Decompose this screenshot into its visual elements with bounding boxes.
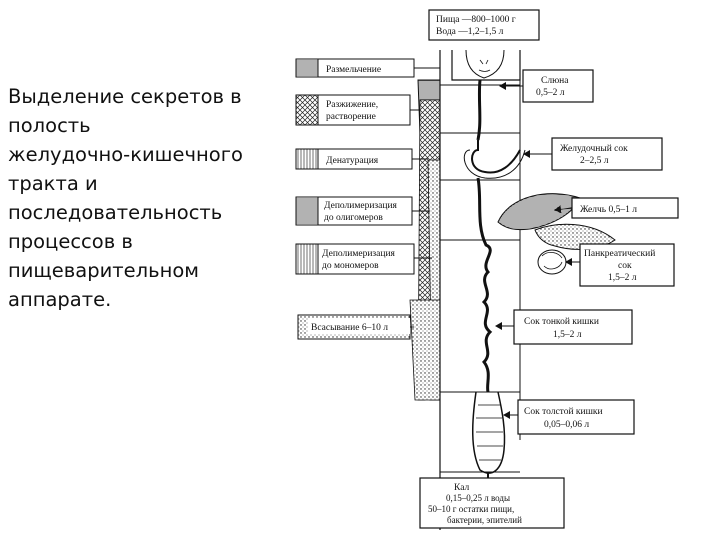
- title-line: полость: [8, 114, 91, 137]
- output-food-residue: 50–10 г остатки пищи,: [428, 504, 514, 514]
- secretion-box: Сок толстой кишки 0,05–0,06 л: [503, 399, 635, 435]
- secretion-box: Желчь 0,5–1 л: [554, 197, 679, 219]
- secretion-label: сок: [618, 261, 632, 271]
- process-box: Деполимеризация до мономеров: [295, 243, 432, 275]
- process-label: Денатурация: [326, 156, 379, 166]
- process-labels: Размельчение Разжижение, растворение Ден…: [295, 58, 440, 340]
- secretion-box: Сок тонкой кишки 1,5–2 л: [495, 309, 633, 345]
- diagram-frame: [440, 80, 521, 473]
- secretion-amount: 0,05–0,06 л: [544, 420, 589, 430]
- secretion-amount: 2–2,5 л: [580, 156, 609, 166]
- title-line: Выделение секретов в: [8, 85, 242, 108]
- secretion-amount: 1,5–2 л: [553, 330, 582, 340]
- secretion-label: Сок тонкой кишки: [524, 316, 599, 327]
- output-water: 0,15–0,25 л воды: [446, 493, 510, 503]
- title-line: процессов в: [8, 230, 133, 253]
- process-label: Размельчение: [326, 65, 381, 75]
- title-line: пищеварительном: [8, 259, 199, 282]
- liver-pancreas: [497, 193, 616, 275]
- process-box: Разжижение, растворение: [295, 94, 420, 126]
- process-box: Размельчение: [295, 58, 440, 78]
- process-label: до мономеров: [322, 261, 379, 271]
- title-line: желудочно-кишечного: [8, 143, 243, 166]
- title-line: аппарате.: [8, 288, 112, 311]
- intake-water: Вода —1,2–1,5 л: [436, 27, 504, 37]
- slide-title: Выделение секретов в полость желудочно-к…: [8, 82, 283, 314]
- process-box: Деполимеризация до олигомеров: [295, 196, 430, 226]
- output-bacteria: бактерии, эпителий: [447, 515, 522, 525]
- title-line: тракта и: [8, 172, 98, 195]
- process-label: Деполимеризация: [324, 201, 398, 211]
- funnel-band-4: [409, 299, 441, 401]
- intake-box: Пища —800–1000 г Вода —1,2–1,5 л: [428, 9, 540, 41]
- secretion-label: Желудочный сок: [560, 143, 628, 154]
- process-label: Всасывание 6–10 л: [311, 323, 388, 333]
- secretion-labels: Слюна 0,5–2 л Желудочный сок 2–2,5 л Жел…: [495, 69, 679, 435]
- title-line: последовательность: [8, 201, 223, 224]
- digestive-tract: [463, 79, 526, 486]
- secretion-label: Панкреатический: [584, 248, 655, 259]
- secretion-box: Желудочный сок 2–2,5 л: [523, 137, 663, 171]
- secretion-label: Слюна: [541, 76, 569, 86]
- head-illustration: [451, 49, 521, 81]
- process-label: Разжижение,: [326, 100, 378, 110]
- secretion-label: Сок толстой кишки: [524, 406, 603, 417]
- output-label: Кал: [454, 483, 470, 493]
- secretion-amount: 0,5–2 л: [536, 88, 565, 98]
- process-label: до олигомеров: [324, 213, 383, 223]
- secretion-box: Панкреатический сок 1,5–2 л: [565, 243, 675, 287]
- process-label: Деполимеризация: [322, 249, 396, 259]
- process-box: Денатурация: [295, 148, 428, 170]
- process-box: Всасывание 6–10 л: [297, 314, 414, 340]
- output-box: Кал 0,15–0,25 л воды 50–10 г остатки пищ…: [419, 477, 565, 529]
- process-funnel: [409, 50, 441, 530]
- secretion-amount: 1,5–2 л: [608, 273, 637, 283]
- intake-food: Пища —800–1000 г: [436, 15, 516, 25]
- process-label: растворение: [326, 112, 376, 122]
- secretion-box: Слюна 0,5–2 л: [499, 69, 594, 103]
- secretion-label: Желчь 0,5–1 л: [580, 205, 637, 215]
